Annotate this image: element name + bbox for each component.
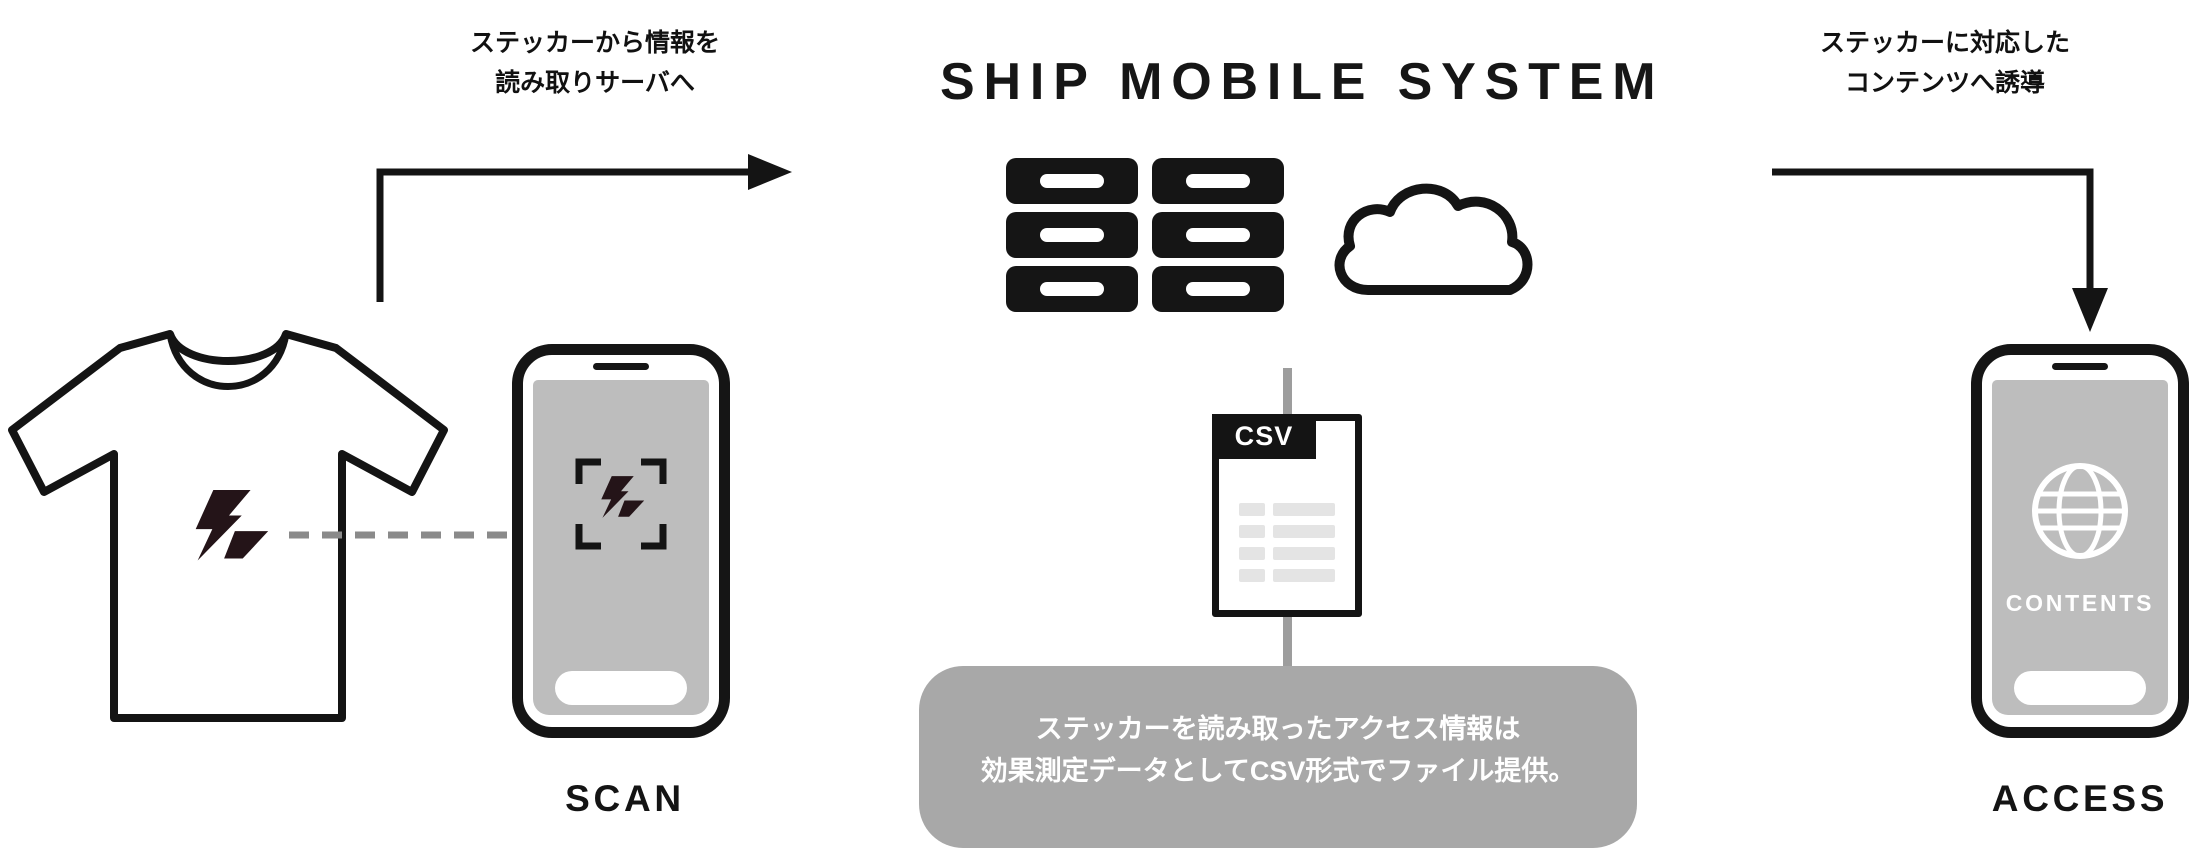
csv-note-box: ステッカーを読み取ったアクセス情報は 効果測定データとしてCSV形式でファイル提… <box>919 666 1637 848</box>
scan-frame-icon <box>575 458 667 550</box>
diagram-title: SHIP MOBILE SYSTEM <box>940 53 1665 111</box>
left-flow-caption-line2: 読み取りサーバへ <box>495 68 695 97</box>
globe-icon <box>2032 463 2128 559</box>
left-flow-caption-line1: ステッカーから情報を <box>469 29 720 57</box>
csv-text-lines <box>1219 503 1355 582</box>
scan-dashed-line <box>289 531 521 539</box>
home-indicator <box>2014 671 2146 705</box>
csv-note-line2: 効果測定データとしてCSV形式でファイル提供。 <box>980 756 1576 786</box>
left-flow-caption: ステッカーから情報を 読み取りサーバへ <box>428 24 762 103</box>
right-flow-caption-line1: ステッカーに対応した <box>1819 29 2070 57</box>
csv-file-icon: CSV <box>1212 414 1362 617</box>
server-icon <box>1006 158 1284 312</box>
arrow-scan-to-server-icon <box>376 154 792 302</box>
scan-phone <box>512 344 730 738</box>
arrow-server-to-contents-icon <box>1772 168 2108 332</box>
scanned-logo-icon <box>601 476 645 518</box>
csv-note-line1: ステッカーを読み取ったアクセス情報は <box>1035 714 1521 744</box>
access-label: ACCESS <box>1991 778 2169 819</box>
phone-speaker-icon <box>593 363 649 370</box>
access-phone-screen: CONTENTS <box>1992 380 2168 715</box>
right-flow-caption: ステッカーに対応した コンテンツへ誘導 <box>1792 24 2098 103</box>
tshirt-icon <box>8 330 448 722</box>
cloud-icon <box>1334 183 1533 295</box>
csv-tab-label: CSV <box>1212 414 1316 459</box>
access-phone: CONTENTS <box>1971 344 2189 738</box>
contents-label: CONTENTS <box>2005 590 2155 616</box>
right-flow-caption-line2: コンテンツへ誘導 <box>1844 68 2045 97</box>
scan-label: SCAN <box>565 778 685 819</box>
home-indicator <box>555 671 687 705</box>
phone-speaker-icon <box>2052 363 2108 370</box>
scan-phone-screen <box>533 380 709 715</box>
